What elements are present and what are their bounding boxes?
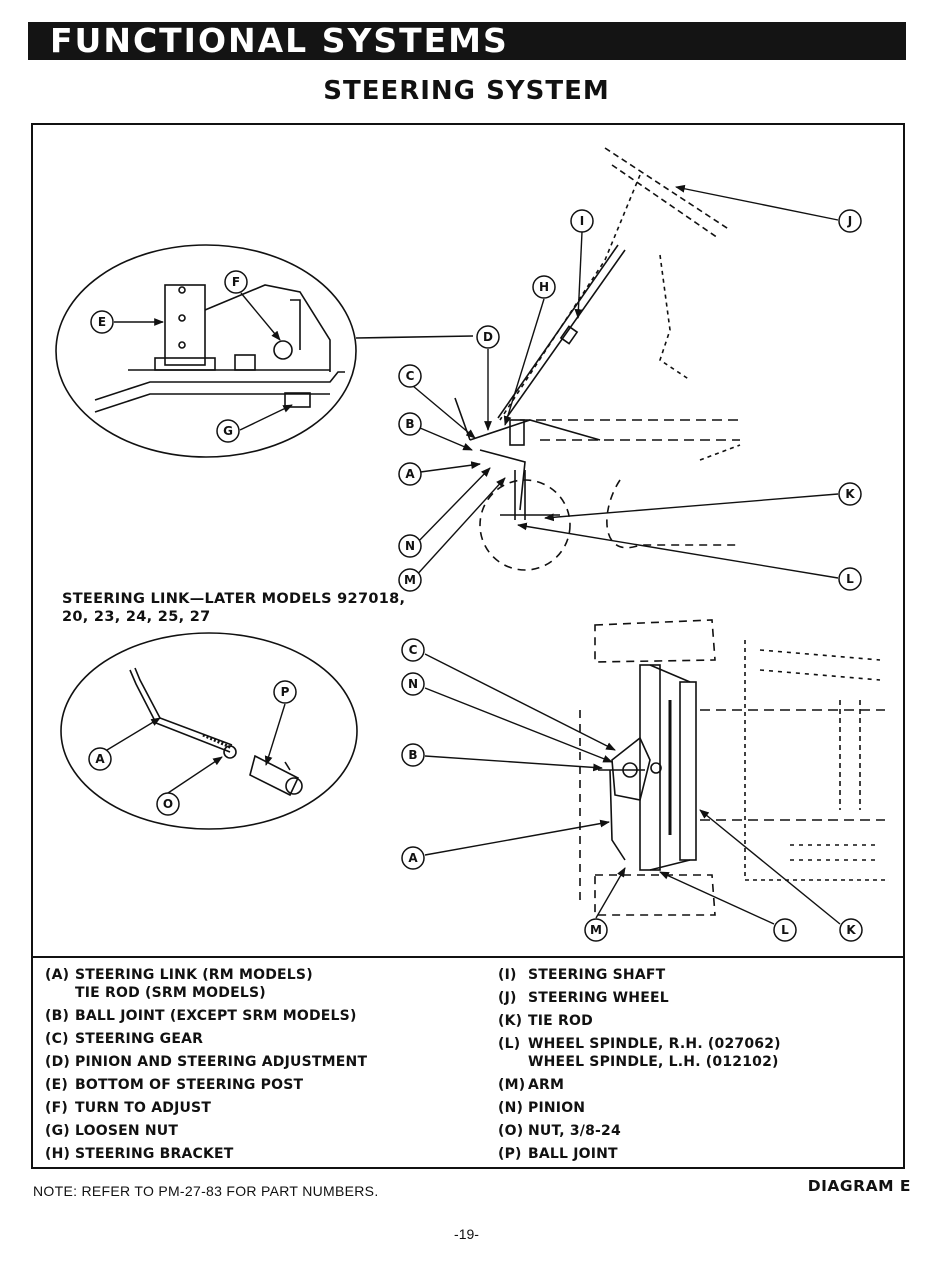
callout-l-bottom: L <box>773 918 797 942</box>
leader-lines <box>106 184 841 925</box>
legend-item-continuation: TIE ROD (SRM MODELS) <box>75 985 266 1001</box>
callout-a-bottom: A <box>401 846 425 870</box>
callout-c-bottom: C <box>401 638 425 662</box>
legend-item: (L)WHEEL SPINDLE, R.H. (027062) <box>498 1036 781 1052</box>
svg-text:L: L <box>846 572 854 586</box>
legend-item: (G)LOOSEN NUT <box>45 1123 179 1139</box>
callouts: E F G D C B A N M H I J K L P A O C N B … <box>88 209 863 942</box>
later-models-caption-line1: STEERING LINK—LATER MODELS 927018, <box>62 591 406 607</box>
svg-text:G: G <box>223 424 233 438</box>
callout-p: P <box>273 680 297 704</box>
later-models-caption: STEERING LINK—LATER MODELS 927018, 20, 2… <box>62 590 405 626</box>
legend-item: (C)STEERING GEAR <box>45 1031 204 1047</box>
steering-top-view <box>579 619 885 916</box>
svg-text:H: H <box>539 280 549 294</box>
callout-c-top: C <box>398 364 422 388</box>
callout-o: O <box>156 792 180 816</box>
footer-note: NOTE: REFER TO PM-27-83 FOR PART NUMBERS… <box>33 1183 379 1199</box>
callout-m-top: M <box>398 568 422 592</box>
legend-divider <box>31 956 905 958</box>
legend-left: (A)STEERING LINK (RM MODELS) TIE ROD (SR… <box>45 964 367 1166</box>
callout-h: H <box>532 275 556 299</box>
callout-n-top: N <box>398 534 422 558</box>
legend-right: (I)STEERING SHAFT (J)STEERING WHEEL (K)T… <box>498 964 781 1166</box>
callout-l-top: L <box>838 567 862 591</box>
svg-text:N: N <box>408 677 418 691</box>
legend-item: (B)BALL JOINT (EXCEPT SRM MODELS) <box>45 1008 357 1024</box>
steering-link-detail <box>60 632 358 830</box>
callout-d: D <box>476 325 500 349</box>
legend-item: (K)TIE ROD <box>498 1013 593 1029</box>
svg-text:B: B <box>405 417 414 431</box>
legend-item: (I)STEERING SHAFT <box>498 967 666 983</box>
callout-k-bottom: K <box>839 918 863 942</box>
legend-item: (P)BALL JOINT <box>498 1146 618 1162</box>
svg-text:A: A <box>408 851 418 865</box>
page-title: STEERING SYSTEM <box>323 76 610 106</box>
legend-item: (H)STEERING BRACKET <box>45 1146 234 1162</box>
callout-m-bottom: M <box>584 918 608 942</box>
later-models-caption-line2: 20, 23, 24, 25, 27 <box>62 609 211 625</box>
svg-text:I: I <box>580 214 584 228</box>
legend-item: (O)NUT, 3/8-24 <box>498 1123 621 1139</box>
svg-text:A: A <box>95 752 105 766</box>
callout-n-bottom: N <box>401 672 425 696</box>
svg-text:N: N <box>405 539 415 553</box>
callout-b-bottom: B <box>401 743 425 767</box>
legend-item-continuation: WHEEL SPINDLE, L.H. (012102) <box>528 1054 779 1070</box>
svg-text:P: P <box>281 685 290 699</box>
svg-text:J: J <box>847 214 852 228</box>
legend-item: (J)STEERING WHEEL <box>498 990 669 1006</box>
legend-item: (F)TURN TO ADJUST <box>45 1100 212 1116</box>
svg-text:F: F <box>232 275 240 289</box>
callout-e: E <box>90 310 114 334</box>
svg-text:D: D <box>483 330 493 344</box>
callout-i: I <box>570 209 594 233</box>
tractor-side-view <box>454 147 741 571</box>
svg-text:B: B <box>408 748 417 762</box>
section-banner: FUNCTIONAL SYSTEMS <box>28 22 906 60</box>
diagram-label: DIAGRAM E <box>807 1177 911 1195</box>
callout-j: J <box>838 209 862 233</box>
legend-item: (M)ARM <box>498 1077 565 1093</box>
svg-text:A: A <box>405 467 415 481</box>
svg-text:K: K <box>846 923 856 937</box>
callout-k-top: K <box>838 482 862 506</box>
legend-item: (N)PINION <box>498 1100 586 1116</box>
svg-text:K: K <box>845 487 855 501</box>
callout-a-top: A <box>398 462 422 486</box>
svg-text:L: L <box>781 923 789 937</box>
steering-post-detail <box>55 244 474 458</box>
callout-f: F <box>224 270 248 294</box>
svg-text:C: C <box>406 369 415 383</box>
callout-b-top: B <box>398 412 422 436</box>
svg-text:M: M <box>404 573 416 587</box>
legend-item: (A)STEERING LINK (RM MODELS) <box>45 967 313 983</box>
section-title: FUNCTIONAL SYSTEMS <box>50 21 509 60</box>
svg-text:C: C <box>409 643 418 657</box>
svg-text:M: M <box>590 923 602 937</box>
svg-text:O: O <box>163 797 173 811</box>
legend-item: (D)PINION AND STEERING ADJUSTMENT <box>45 1054 368 1070</box>
callout-a-link: A <box>88 747 112 771</box>
legend-item: (E)BOTTOM OF STEERING POST <box>45 1077 304 1093</box>
diagram-frame <box>31 123 905 1169</box>
page-number: -19- <box>454 1226 479 1242</box>
svg-text:E: E <box>98 315 106 329</box>
callout-g: G <box>216 419 240 443</box>
